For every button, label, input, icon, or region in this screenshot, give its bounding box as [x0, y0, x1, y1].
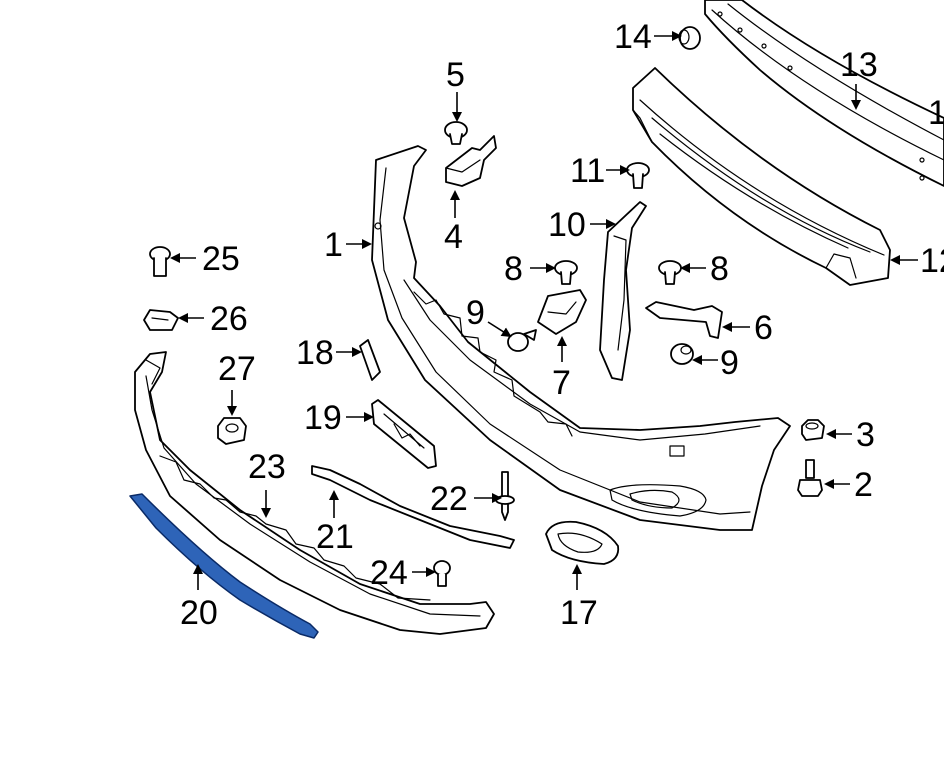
clip-14 — [678, 26, 701, 50]
bumper-cover — [371, 145, 791, 531]
callout-2: 2 — [854, 466, 873, 504]
bolt-2 — [797, 459, 823, 497]
callout-13: 13 — [840, 46, 878, 84]
nut-3 — [801, 419, 825, 441]
callout-1: 1 — [324, 226, 343, 264]
callout-labels: 1 2 3 4 5 6 7 8 8 9 9 10 11 12 13 14 15 … — [180, 18, 944, 632]
callout-24: 24 — [370, 554, 408, 592]
callout-9-right: 9 — [720, 344, 739, 382]
bolt-8-left — [554, 260, 578, 285]
callout-12: 12 — [920, 242, 944, 280]
callout-9-left: 9 — [466, 294, 485, 332]
callout-26: 26 — [210, 300, 248, 338]
bolt-11 — [626, 162, 650, 189]
lower-molding-20-highlighted — [129, 493, 319, 639]
push-pin-24 — [433, 560, 451, 587]
side-bracket-10 — [599, 201, 647, 381]
bracket-6 — [645, 301, 723, 339]
callout-7: 7 — [552, 364, 571, 402]
callout-8-right: 8 — [710, 250, 729, 288]
lower-valance-23 — [134, 351, 495, 635]
nut-27 — [217, 417, 247, 445]
screw-9-left — [507, 329, 537, 352]
callout-11: 11 — [570, 152, 605, 190]
callout-23: 23 — [248, 448, 286, 486]
callout-3: 3 — [856, 416, 875, 454]
callout-18: 18 — [296, 334, 334, 372]
bracket-7 — [537, 289, 587, 335]
license-bracket-19 — [371, 399, 437, 469]
screw-9-right — [670, 343, 694, 365]
bolt-25 — [149, 246, 171, 277]
callout-14: 14 — [614, 18, 652, 56]
callout-22: 22 — [430, 480, 468, 518]
callout-19: 19 — [304, 399, 342, 437]
callout-4: 4 — [444, 218, 463, 256]
callout-21: 21 — [316, 518, 354, 556]
lower-trim-21 — [311, 465, 515, 549]
clip-nut-26 — [143, 309, 179, 331]
fog-lamp-bezel-17 — [545, 520, 620, 565]
callout-8-left: 8 — [504, 250, 523, 288]
energy-absorber — [632, 67, 891, 286]
push-pin-22 — [495, 471, 515, 521]
bracket-4 — [445, 135, 497, 187]
reinforcement-beam — [704, 0, 944, 187]
callout-arrows — [170, 31, 918, 590]
callout-10: 10 — [548, 206, 586, 244]
callout-25: 25 — [202, 240, 240, 278]
callout-15: 15 — [928, 94, 944, 132]
reflector-18 — [359, 339, 381, 381]
push-pin-5 — [444, 121, 468, 145]
bolt-8-right — [658, 260, 682, 285]
callout-17: 17 — [560, 594, 598, 632]
callout-20: 20 — [180, 594, 218, 632]
callout-5: 5 — [446, 56, 465, 94]
callout-27: 27 — [218, 350, 256, 388]
callout-6: 6 — [754, 309, 773, 347]
